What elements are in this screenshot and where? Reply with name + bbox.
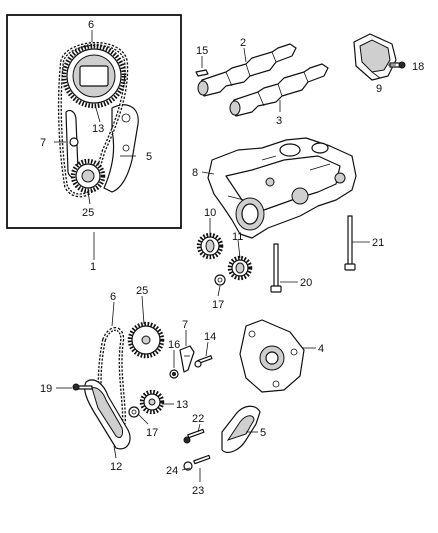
callout-13: 13 (176, 399, 188, 411)
callout-7-inset: 7 (40, 137, 46, 149)
cylinder-head-8 (207, 137, 357, 239)
cover-9 (353, 33, 397, 81)
callout-1: 1 (90, 261, 96, 273)
callout-8: 8 (192, 167, 198, 179)
callout-6: 6 (110, 291, 116, 303)
callout-7: 7 (182, 319, 188, 331)
camshaft-3 (229, 63, 329, 117)
callout-18: 18 (412, 61, 424, 73)
guide-12 (84, 379, 131, 450)
bolt-14 (194, 355, 213, 368)
key-15 (195, 69, 209, 77)
callout-6-inset: 6 (88, 19, 94, 31)
callout-labels: 6 7 13 5 25 1 15 2 3 18 9 8 10 11 17 20 … (40, 19, 424, 497)
callout-24: 24 (166, 465, 178, 477)
sprocket-13 (139, 389, 165, 415)
inset-frame (6, 14, 182, 229)
bolt-16 (169, 369, 179, 379)
callout-19: 19 (40, 383, 52, 395)
leader-lines (54, 30, 396, 482)
callout-21: 21 (372, 237, 384, 249)
bolt-22 (183, 428, 205, 444)
callout-13-inset: 13 (92, 123, 104, 135)
guide-7 (179, 345, 195, 373)
camshaft-2 (197, 43, 297, 97)
callout-4: 4 (318, 343, 324, 355)
sprocket-25 (127, 321, 165, 359)
callout-5-inset: 5 (146, 151, 152, 163)
callout-16: 16 (168, 339, 180, 351)
bolt-19 (72, 383, 93, 391)
callout-9: 9 (376, 83, 382, 95)
callout-2: 2 (240, 37, 246, 49)
callout-11: 11 (232, 231, 243, 243)
callout-25: 25 (136, 285, 148, 297)
oil-pump-4 (239, 319, 305, 393)
gear-11 (227, 255, 253, 281)
callout-15: 15 (196, 45, 208, 57)
callout-23: 23 (192, 485, 204, 497)
callout-20: 20 (300, 277, 312, 289)
callout-14: 14 (204, 331, 216, 343)
stud-23 (183, 454, 211, 471)
callout-25-inset: 25 (82, 207, 94, 219)
bolt-17-upper (214, 274, 226, 286)
bolt-21 (344, 215, 356, 271)
callout-12: 12 (110, 461, 122, 473)
callout-10: 10 (204, 207, 216, 219)
callout-22: 22 (192, 413, 204, 425)
bolt-17-lower (128, 406, 140, 418)
tensioner-5 (221, 405, 261, 453)
callout-17-upper: 17 (212, 299, 224, 311)
bolt-20 (270, 243, 282, 293)
inset-timing-assembly (57, 42, 139, 198)
gear-10 (196, 232, 224, 260)
callout-3: 3 (276, 115, 282, 127)
callout-17: 17 (146, 427, 158, 439)
callout-5: 5 (260, 427, 266, 439)
